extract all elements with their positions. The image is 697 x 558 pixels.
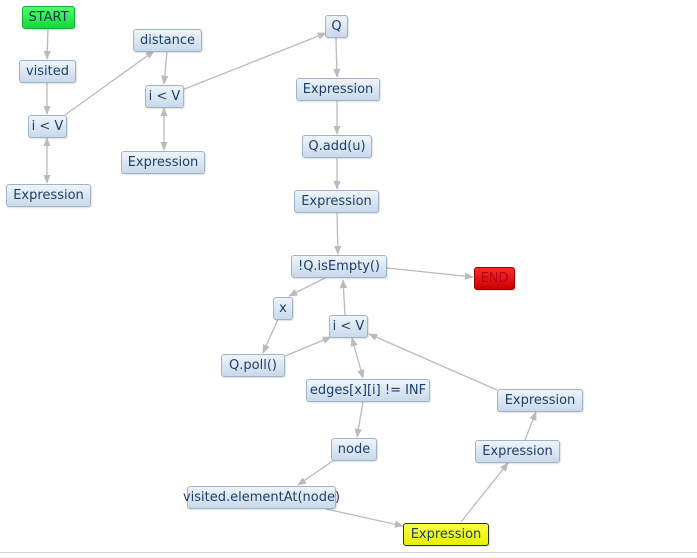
expression-node-4[interactable]: Expression bbox=[294, 190, 379, 213]
queue-node-label: Q bbox=[331, 19, 342, 34]
edge-q-expression3 bbox=[333, 37, 341, 78]
visited-node-label: visited bbox=[25, 64, 70, 79]
distance-node-label: distance bbox=[139, 33, 196, 48]
edge-expression4-notempty bbox=[334, 212, 342, 255]
expression-node-1-label: Expression bbox=[13, 188, 84, 203]
expression-node-3-label: Expression bbox=[302, 82, 374, 97]
loop-condition-node-1[interactable]: i < V bbox=[28, 115, 67, 138]
loop-condition-node-1-label: i < V bbox=[31, 119, 64, 134]
queue-add-node[interactable]: Q.add(u) bbox=[302, 135, 372, 158]
expression-node-2[interactable]: Expression bbox=[121, 151, 205, 174]
edge-notempty-x bbox=[288, 277, 326, 297]
edge-check-node-label: edges[x][i] != INF bbox=[309, 383, 427, 398]
edge-edges-node bbox=[354, 401, 364, 438]
loop-condition-node-2[interactable]: i < V bbox=[145, 85, 184, 108]
edge-expression5-expression6 bbox=[460, 462, 509, 523]
expression-node-7[interactable]: Expression bbox=[497, 389, 583, 412]
end-node[interactable]: END bbox=[474, 267, 515, 290]
expression-node-1[interactable]: Expression bbox=[6, 184, 91, 207]
expression-node-6-label: Expression bbox=[482, 444, 553, 459]
expression-node-7-label: Expression bbox=[504, 393, 576, 408]
loop-condition-node-2-label: i < V bbox=[148, 89, 181, 104]
queue-not-empty-node-label: !Q.isEmpty() bbox=[297, 259, 381, 274]
x-node[interactable]: x bbox=[273, 297, 293, 320]
edge-notempty-end bbox=[386, 267, 474, 280]
expression-node-5[interactable]: Expression bbox=[403, 523, 489, 546]
edge-qpoll-i3 bbox=[284, 336, 332, 357]
start-node-label: START bbox=[28, 10, 69, 25]
visited-element-at-node-label: visited.elementAt(node) bbox=[182, 490, 341, 505]
end-node-label: END bbox=[480, 271, 509, 286]
edge-i3-notempty bbox=[339, 279, 348, 316]
edge-distance-i2 bbox=[161, 51, 169, 85]
edge-i3-edges bbox=[350, 337, 365, 379]
start-node[interactable]: START bbox=[22, 6, 75, 29]
neighbor-node-label: node bbox=[337, 442, 371, 457]
expression-node-6[interactable]: Expression bbox=[475, 440, 560, 463]
edge-x-qpoll bbox=[262, 318, 279, 354]
queue-poll-node-label: Q.poll() bbox=[229, 358, 277, 373]
expression-node-3[interactable]: Expression bbox=[296, 78, 380, 101]
edge-check-node[interactable]: edges[x][i] != INF bbox=[306, 379, 430, 402]
queue-not-empty-node[interactable]: !Q.isEmpty() bbox=[291, 255, 387, 278]
expression-node-4-label: Expression bbox=[301, 194, 372, 209]
queue-node[interactable]: Q bbox=[325, 15, 348, 38]
edge-visitedat-expression5 bbox=[325, 508, 404, 528]
edge-i2-q bbox=[181, 32, 327, 91]
expression-node-5-label: Expression bbox=[410, 527, 482, 542]
distance-node[interactable]: distance bbox=[133, 29, 202, 52]
edge-start-visited bbox=[43, 27, 51, 60]
queue-poll-node[interactable]: Q.poll() bbox=[221, 354, 285, 377]
neighbor-node[interactable]: node bbox=[331, 438, 377, 461]
bottom-divider bbox=[0, 552, 697, 553]
visited-element-at-node[interactable]: visited.elementAt(node) bbox=[183, 486, 340, 509]
expression-node-2-label: Expression bbox=[127, 155, 199, 170]
edge-expression7-i3 bbox=[368, 333, 498, 391]
edge-expression6-expression7 bbox=[524, 411, 537, 441]
loop-condition-node-3[interactable]: i < V bbox=[329, 315, 368, 338]
edge-i-distance bbox=[64, 50, 155, 116]
x-node-label: x bbox=[279, 301, 287, 316]
edge-node-visitedat bbox=[297, 459, 335, 486]
visited-node[interactable]: visited bbox=[19, 60, 76, 83]
queue-add-node-label: Q.add(u) bbox=[308, 139, 366, 154]
loop-condition-node-3-label: i < V bbox=[332, 319, 365, 334]
